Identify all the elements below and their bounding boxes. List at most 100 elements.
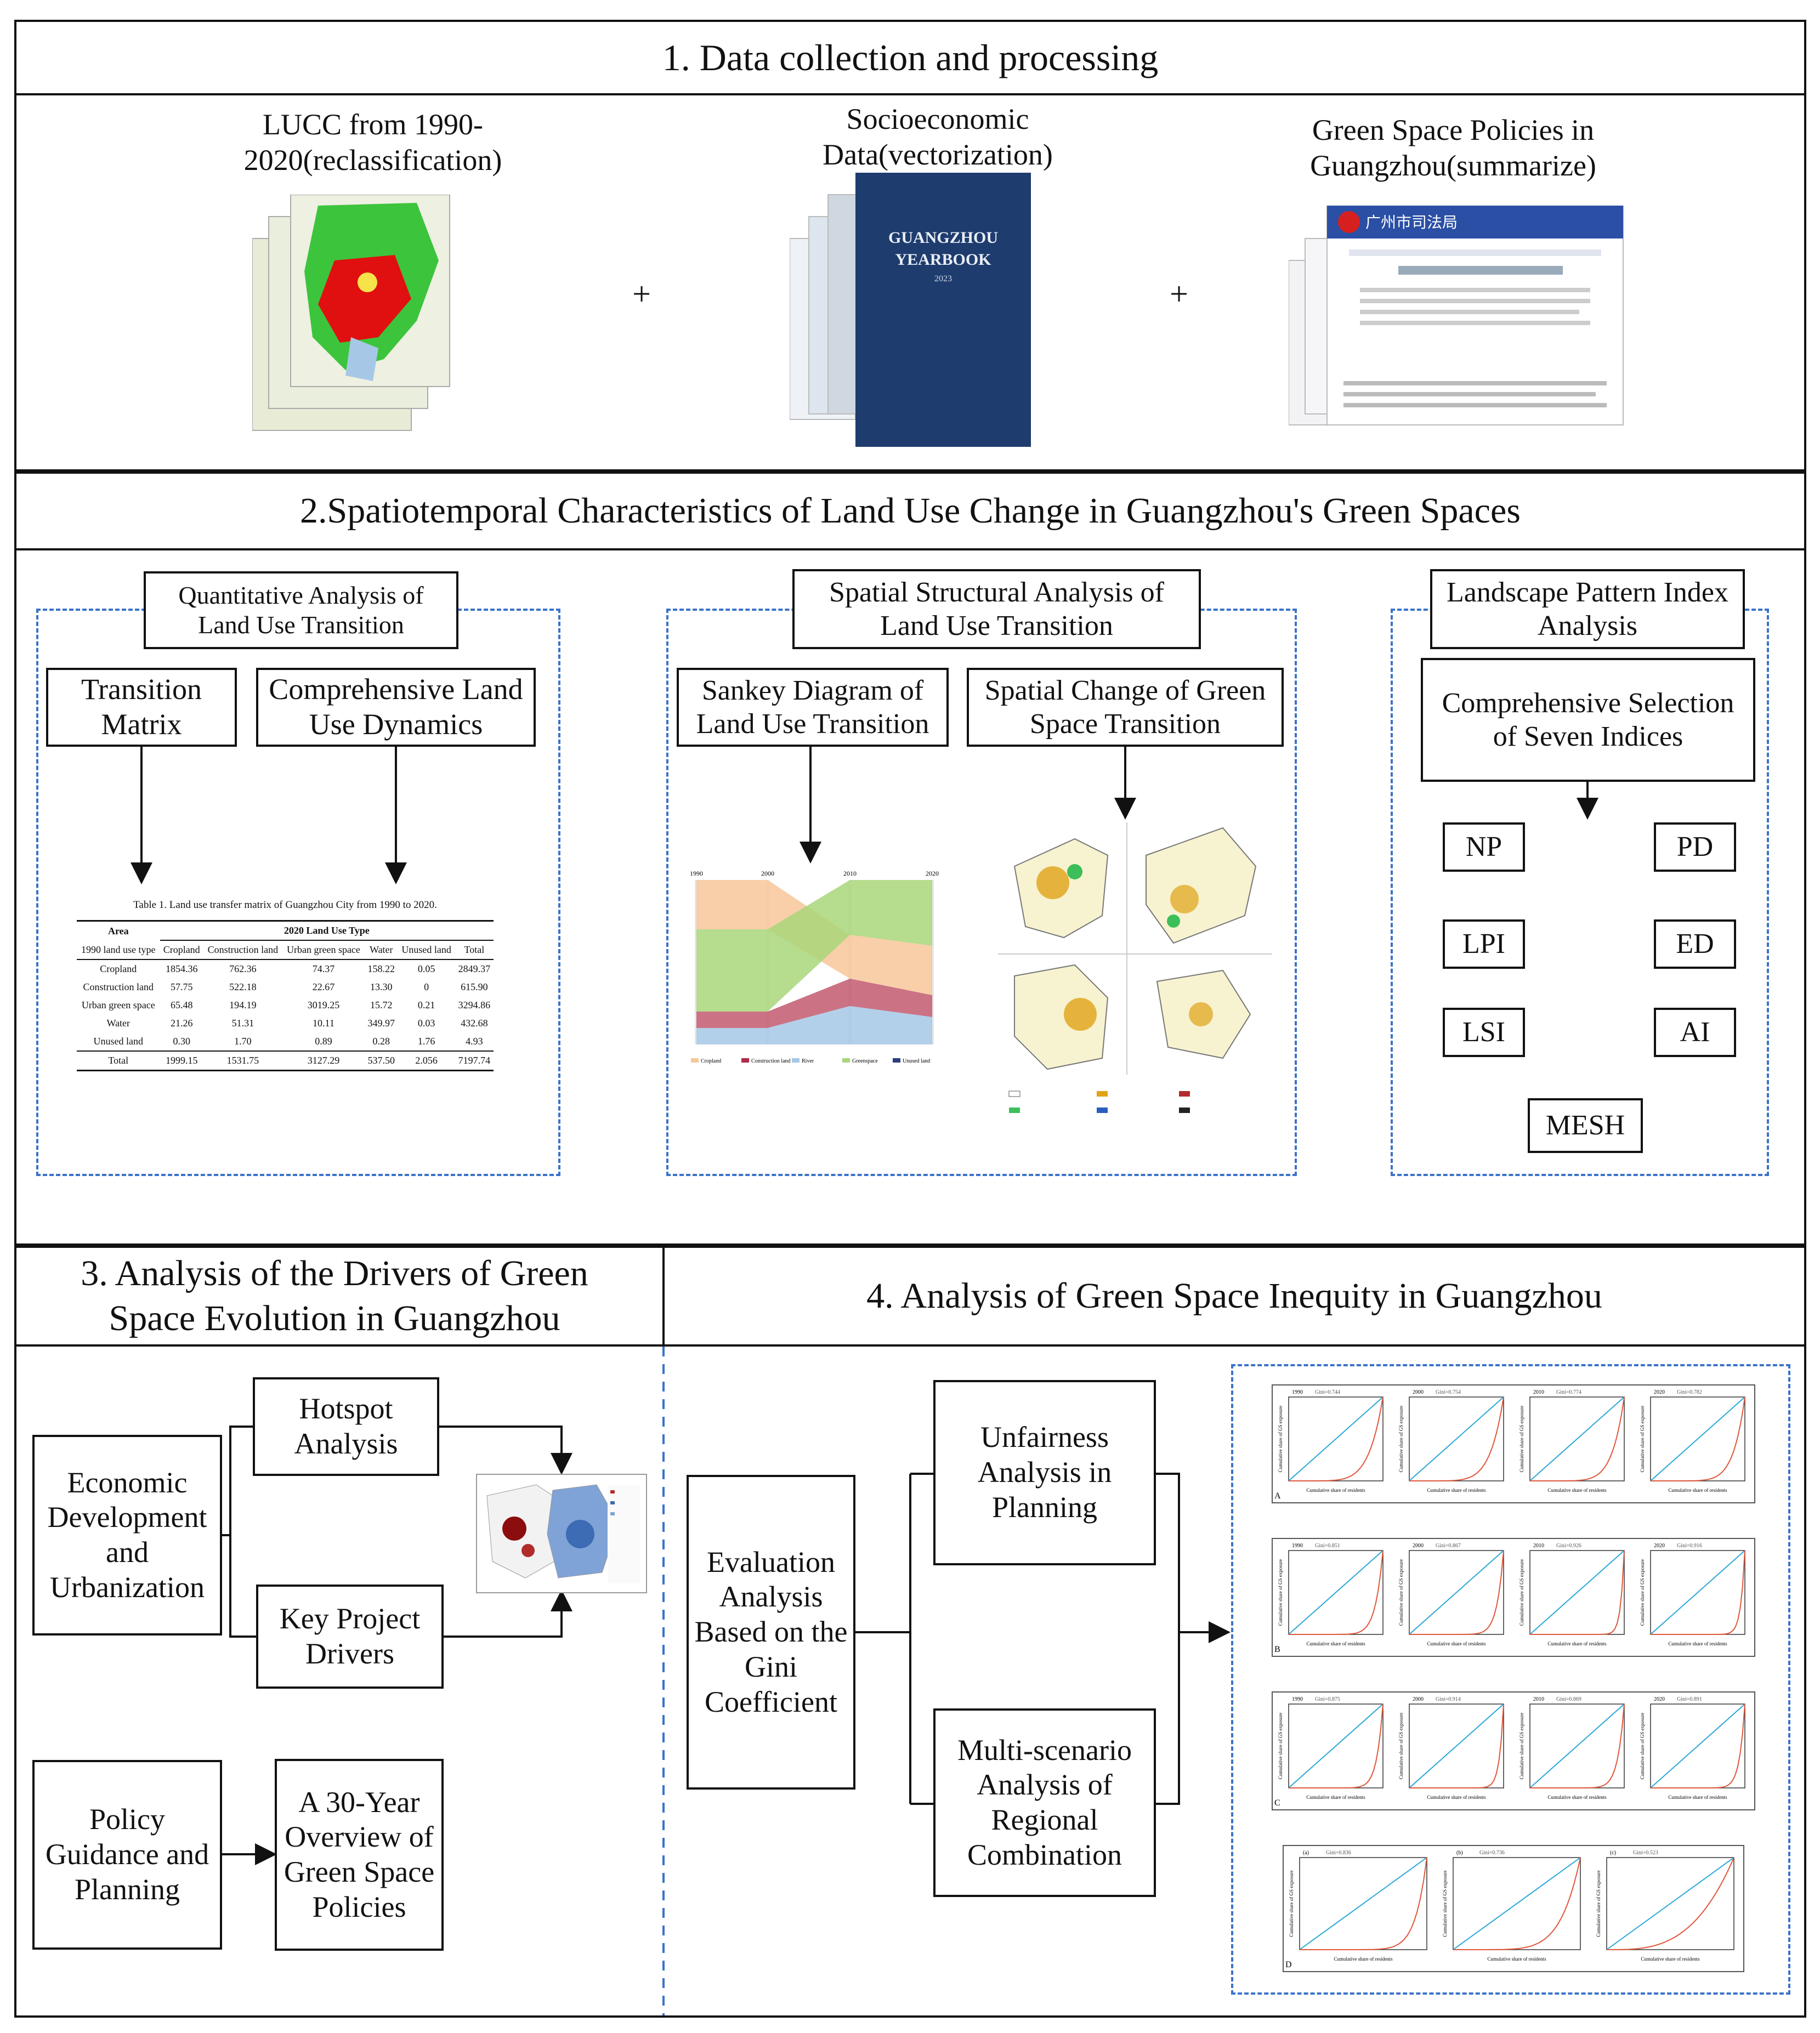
index-pd: PD	[1654, 822, 1736, 872]
equality-line	[1288, 1396, 1384, 1481]
spatial-title-box: Spatial Structural Analysis of Land Use …	[792, 569, 1201, 649]
table-cell: Unused land	[93, 1036, 144, 1047]
equality-line	[1650, 1396, 1745, 1481]
lorenz-ylabel: Cumulative share of GS exposure	[1289, 1870, 1294, 1937]
gini-panel	[1231, 1364, 1790, 1995]
lorenz-plot-frame	[1606, 1857, 1734, 1950]
table-caption: Table 1. Land use transfer matrix of Gua…	[133, 899, 437, 911]
section-4-title: 4. Analysis of Green Space Inequity in G…	[866, 1276, 1602, 1316]
table-cell: 762.36	[229, 963, 257, 974]
table-cell: 537.50	[367, 1055, 395, 1066]
lorenz-gini-label: Gini=0.867	[1436, 1543, 1461, 1549]
table-cell: 1.76	[417, 1036, 435, 1047]
lorenz-period-label: 2000	[1413, 1696, 1424, 1702]
plus-1: +	[632, 276, 651, 312]
equality-line	[1529, 1550, 1625, 1635]
table-cell: 1999.15	[165, 1055, 198, 1066]
lorenz-gini-label: Gini=0.782	[1677, 1389, 1702, 1395]
lorenz-period-label: 1990	[1292, 1543, 1303, 1549]
comprehensive-dynamics-box: Comprehensive Land Use Dynamics	[256, 668, 536, 747]
lorenz-ylabel: Cumulative share of GS exposure	[1519, 1406, 1524, 1472]
index-ed: ED	[1654, 919, 1736, 969]
table-cell: 57.75	[170, 981, 193, 992]
lorenz-curve	[1453, 1857, 1581, 1950]
table-cell: 432.68	[461, 1018, 488, 1029]
lorenz-xlabel: Cumulative share of residents	[1306, 1795, 1365, 1800]
evaluation-box: Evaluation Analysis Based on the Gini Co…	[687, 1475, 855, 1790]
sankey-legend-label: Construction land	[751, 1058, 790, 1064]
yearbook-title-1: GUANGZHOU	[888, 229, 998, 247]
table-column-header: Water	[370, 944, 393, 955]
policy-guidance-box: Policy Guidance and Planning	[32, 1760, 222, 1950]
lorenz-xlabel: Cumulative share of residents	[1641, 1956, 1700, 1962]
economic-box: Economic Development and Urbanization	[32, 1435, 222, 1636]
lorenz-row-frame	[1272, 1384, 1755, 1503]
sankey-legend-label: River	[802, 1058, 814, 1064]
lorenz-gini-label: Gini=0.736	[1479, 1850, 1505, 1856]
table-area-header: Area	[107, 925, 129, 936]
table-cell: 158.22	[367, 963, 395, 974]
lorenz-gini-label: Gini=0.523	[1633, 1850, 1658, 1856]
hotspot-box: Hotspot Analysis	[253, 1377, 439, 1476]
section-3-4-dashed-divider	[662, 1347, 665, 2015]
table-cell: 0	[424, 981, 429, 992]
lorenz-curve	[1651, 1550, 1745, 1635]
lorenz-period-label: 2020	[1654, 1696, 1665, 1702]
table-cell: 1.70	[234, 1036, 252, 1047]
lorenz-ylabel: Cumulative share of GS exposure	[1519, 1559, 1524, 1626]
table-cell: 13.30	[370, 981, 393, 992]
table-cell: 3127.29	[307, 1055, 340, 1066]
table-cell: 1531.75	[226, 1055, 259, 1066]
lorenz-row-frame	[1272, 1538, 1755, 1657]
table-cell: 65.48	[170, 1000, 193, 1010]
sankey-legend-swatch	[741, 1058, 749, 1063]
lorenz-gini-label: Gini=0.926	[1556, 1543, 1581, 1549]
lorenz-period-label: 1990	[1292, 1696, 1303, 1702]
lorenz-gini-label: Gini=0.914	[1436, 1696, 1461, 1702]
lorenz-period-label: 2010	[1533, 1543, 1544, 1549]
lorenz-panel-letter: D	[1285, 1960, 1292, 1969]
lorenz-gini-label: Gini=0.891	[1677, 1696, 1702, 1702]
lorenz-ylabel: Cumulative share of GS exposure	[1640, 1406, 1645, 1472]
lorenz-panel-letter: B	[1274, 1645, 1280, 1654]
table-cell: 0.05	[417, 963, 435, 974]
multi-scenario-box: Multi-scenario Analysis of Regional Comb…	[933, 1708, 1156, 1897]
yearbook-year: 2023	[934, 274, 952, 283]
table-column-header: Unused land	[401, 944, 451, 955]
equality-line	[1529, 1703, 1625, 1788]
section-3-4-divider-v	[662, 1248, 665, 1344]
yearbook-title-2: YEARBOOK	[895, 251, 991, 269]
lorenz-curve	[1289, 1703, 1384, 1788]
lorenz-ylabel: Cumulative share of GS exposure	[1398, 1713, 1404, 1779]
sankey-legend-swatch	[842, 1058, 850, 1063]
lorenz-xlabel: Cumulative share of residents	[1427, 1641, 1486, 1646]
table-cell: 349.97	[367, 1018, 395, 1029]
lorenz-panel-letter: A	[1274, 1491, 1281, 1501]
lorenz-ylabel: Cumulative share of GS exposure	[1278, 1713, 1283, 1779]
section-2	[14, 472, 1806, 1246]
lorenz-xlabel: Cumulative share of residents	[1547, 1795, 1607, 1800]
section-2-title: 2.Spatiotemporal Characteristics of Land…	[300, 491, 1521, 531]
lorenz-plot-frame	[1409, 1396, 1504, 1481]
lorenz-gini-label: Gini=0.774	[1556, 1389, 1581, 1395]
sankey-flow	[696, 1006, 932, 1044]
table-cell: 0.30	[173, 1036, 190, 1047]
lorenz-xlabel: Cumulative share of residents	[1668, 1487, 1727, 1493]
table-cell: 10.11	[313, 1018, 334, 1029]
plus-2: +	[1170, 276, 1188, 312]
lorenz-xlabel: Cumulative share of residents	[1668, 1641, 1727, 1646]
section-2-divider	[16, 548, 1804, 550]
sankey-legend-label: Unused land	[903, 1058, 930, 1064]
table-cell: 522.18	[229, 981, 257, 992]
lorenz-xlabel: Cumulative share of residents	[1668, 1795, 1727, 1800]
section-1-title: 1. Data collection and processing	[662, 36, 1159, 78]
lorenz-xlabel: Cumulative share of residents	[1427, 1795, 1486, 1800]
index-ai: AI	[1654, 1008, 1736, 1057]
lorenz-curve	[1289, 1550, 1384, 1635]
section-4-connectors	[855, 1473, 1231, 1805]
section-3-title: 3. Analysis of the Drivers of Green Spac…	[81, 1253, 588, 1339]
